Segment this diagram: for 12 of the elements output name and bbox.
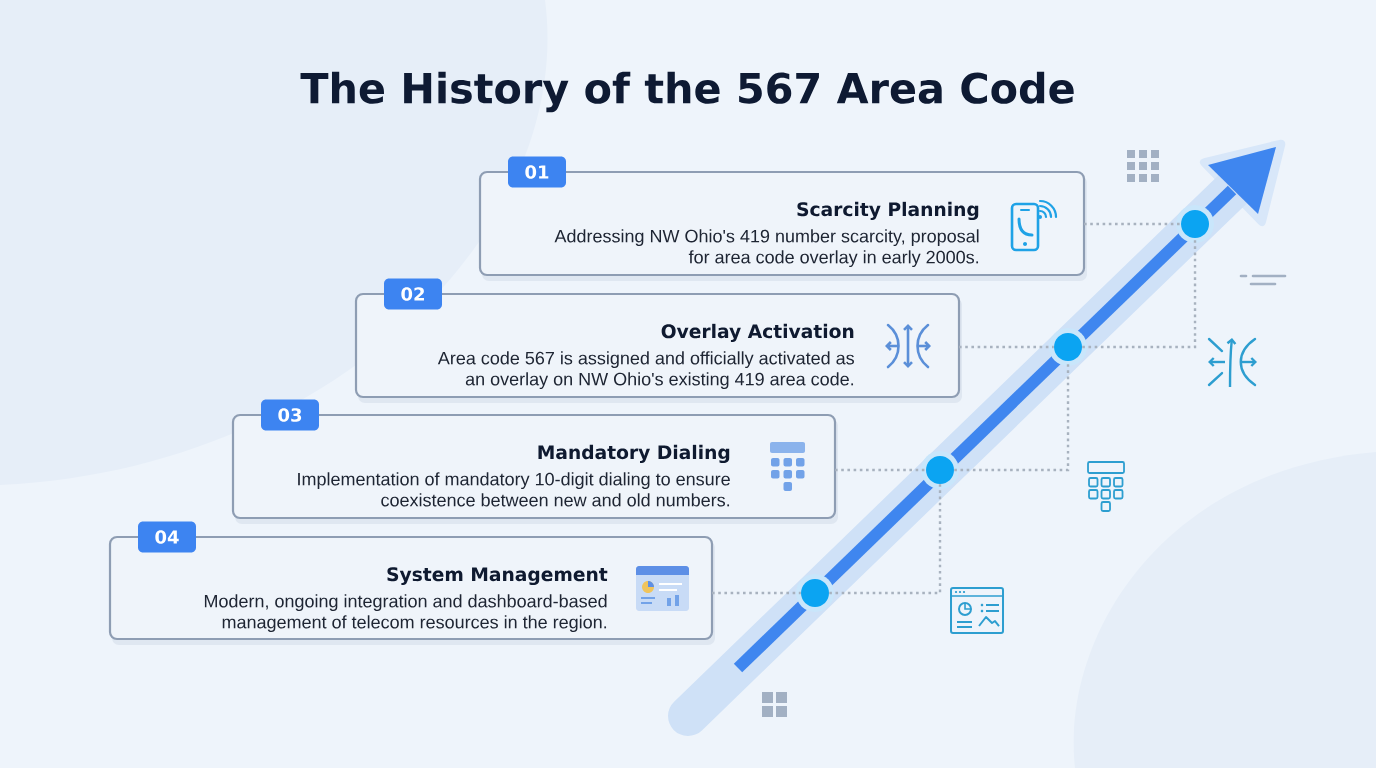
- timeline-dot: [1049, 328, 1087, 366]
- connector-line: [1082, 238, 1197, 349]
- timeline-dot: [796, 574, 834, 612]
- timeline-dot: [921, 451, 959, 489]
- timeline-dot: [1176, 205, 1214, 243]
- title: The History of the 567 Area Code: [300, 71, 1074, 113]
- connector-line: [1084, 222, 1181, 226]
- connector-line: [954, 361, 1070, 472]
- connector-line: [835, 468, 926, 472]
- connector-line: [829, 484, 942, 595]
- connector-line: [959, 345, 1054, 349]
- connector-line: [712, 591, 801, 595]
